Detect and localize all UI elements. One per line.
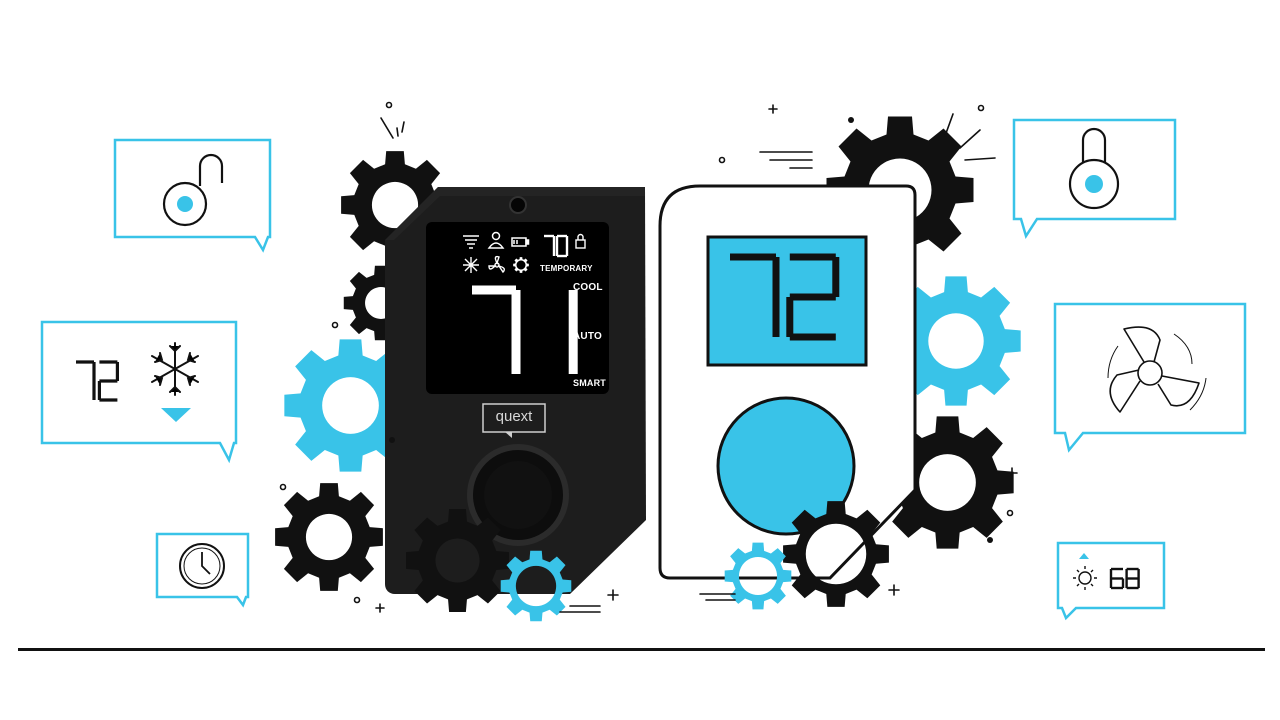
control-button[interactable] — [716, 396, 856, 536]
snowflake-icon — [463, 257, 479, 273]
callout-cooling — [40, 320, 238, 464]
brand-logo: quext — [495, 408, 533, 425]
snowflake-icon — [151, 342, 199, 396]
segment-digit — [472, 285, 521, 374]
callout-schedule — [155, 532, 250, 608]
brand-badge — [482, 403, 546, 433]
set-temperature-label: TEMPORARY — [540, 264, 593, 273]
segment-digit — [1109, 567, 1125, 590]
fan-icon — [1107, 326, 1207, 413]
light-temperature-digits — [730, 253, 840, 341]
segment-digit — [730, 253, 780, 337]
callout-locked — [1012, 118, 1177, 239]
segment-digit — [544, 234, 556, 256]
callout-unlocked — [113, 138, 272, 253]
clock-icon — [179, 543, 225, 589]
dark-current-temperature-digits — [472, 285, 578, 374]
dark-set-temperature-digits — [544, 234, 569, 258]
decorations — [279, 101, 1018, 613]
mode-auto[interactable]: AUTO — [573, 331, 602, 342]
callout-fan — [1053, 302, 1247, 453]
segment-digit — [555, 234, 569, 258]
cooling-temperature-digits — [76, 360, 120, 402]
fan-icon — [488, 255, 506, 274]
gear-icon — [275, 483, 383, 591]
segment-digit — [1125, 567, 1140, 590]
segment-digit — [97, 360, 120, 402]
mode-cool[interactable]: COOL — [573, 282, 603, 293]
locked-padlock-icon — [1068, 127, 1120, 210]
unlocked-padlock-icon — [162, 153, 224, 227]
sensor-dot — [509, 196, 527, 214]
ground-line — [18, 648, 1265, 651]
up-arrow-icon — [1079, 553, 1089, 559]
person-icon — [487, 231, 505, 249]
segment-digit — [76, 360, 96, 400]
lock-icon — [575, 233, 586, 249]
segment-digit — [786, 253, 840, 341]
sun-icon — [1073, 566, 1097, 590]
down-arrow-icon — [161, 408, 191, 422]
mode-smart[interactable]: SMART — [573, 378, 606, 388]
heating-temperature-digits — [1109, 567, 1140, 590]
decorations — [389, 117, 993, 543]
wifi-icon — [463, 235, 479, 249]
battery-icon — [511, 237, 530, 247]
